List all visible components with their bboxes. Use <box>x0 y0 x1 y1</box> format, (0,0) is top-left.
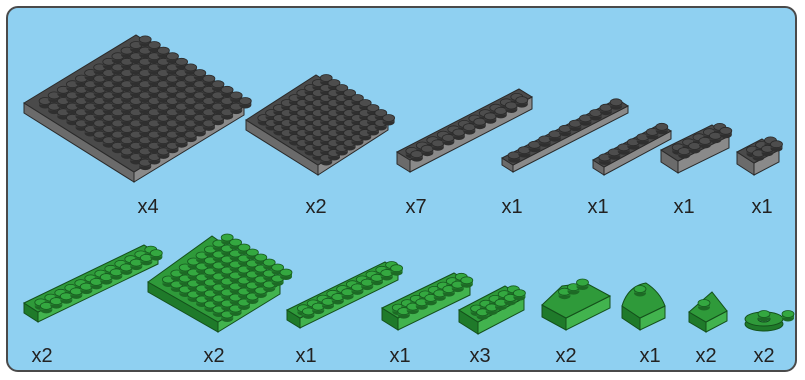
stud <box>709 132 721 143</box>
stud <box>463 124 475 135</box>
stud <box>513 290 525 301</box>
stud <box>432 140 444 151</box>
stud <box>699 137 711 148</box>
stud <box>411 151 423 162</box>
stud <box>495 107 507 118</box>
quantity-label: x1 <box>295 345 316 368</box>
quantity-label: x3 <box>469 345 490 368</box>
quantity-label: x2 <box>305 196 326 219</box>
quantity-label: x1 <box>587 196 608 219</box>
stud <box>280 269 292 280</box>
quantity-label: x2 <box>753 345 774 368</box>
stud <box>656 123 668 134</box>
stud <box>577 279 589 290</box>
stud <box>516 97 528 108</box>
quantity-label: x2 <box>555 345 576 368</box>
stud <box>610 99 622 110</box>
stud <box>391 265 403 276</box>
stud <box>484 113 496 124</box>
quantity-label: x4 <box>137 196 158 219</box>
stud <box>782 311 794 322</box>
quantity-label: x2 <box>31 345 52 368</box>
stud <box>720 127 732 138</box>
stud <box>453 129 465 140</box>
quantity-label: x1 <box>639 345 660 368</box>
quantity-label: x1 <box>673 196 694 219</box>
green-wedge-slope-icon <box>689 292 727 332</box>
stud <box>758 311 770 322</box>
quantity-label: x2 <box>695 345 716 368</box>
quantity-label: x2 <box>203 345 224 368</box>
stud <box>461 277 473 288</box>
stud <box>442 134 454 145</box>
stud <box>239 98 251 109</box>
stud <box>383 115 395 126</box>
stud <box>421 145 433 156</box>
stud <box>505 102 517 113</box>
quantity-label: x7 <box>405 196 426 219</box>
stud <box>150 250 162 261</box>
stud <box>678 148 690 159</box>
quantity-label: x1 <box>389 345 410 368</box>
stud <box>689 143 701 154</box>
stud <box>634 286 646 297</box>
stud <box>474 118 486 129</box>
stud <box>771 141 783 152</box>
stud <box>698 300 710 311</box>
quantity-label: x1 <box>751 196 772 219</box>
quantity-label: x1 <box>501 196 522 219</box>
